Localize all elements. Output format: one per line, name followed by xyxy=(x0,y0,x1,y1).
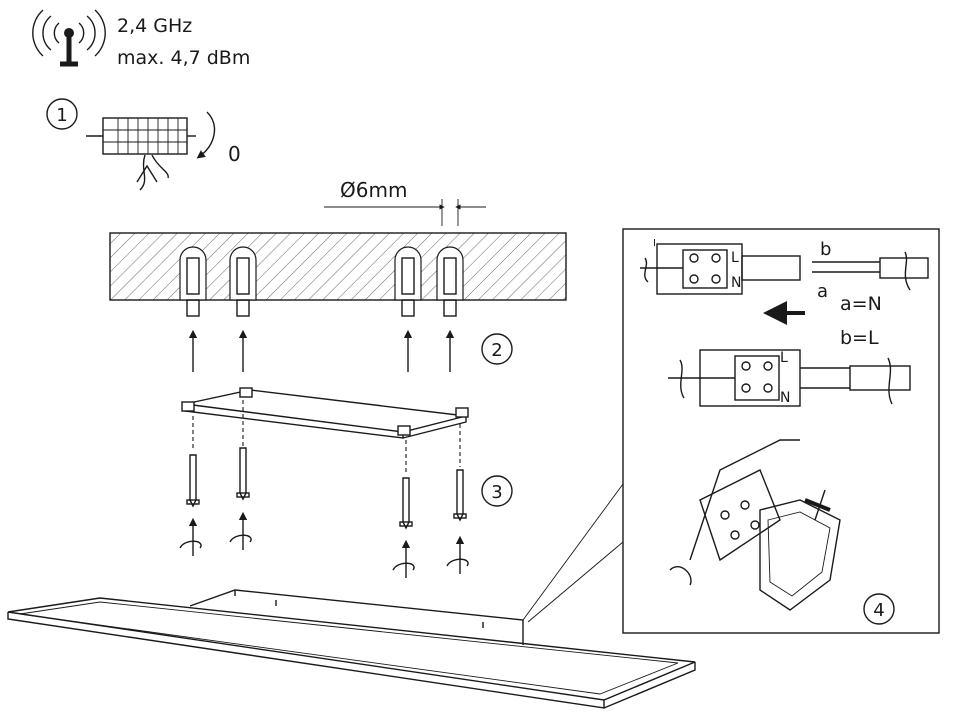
step-3: 3 xyxy=(179,400,513,578)
step-1-number: 1 xyxy=(56,105,67,126)
label-l-bottom: L xyxy=(780,350,788,366)
step-2-number: 2 xyxy=(491,340,502,361)
step-1: 1 0 xyxy=(46,98,241,191)
step-2: 2 xyxy=(188,329,513,372)
label-a: a xyxy=(817,281,828,302)
step-3-number: 3 xyxy=(491,482,502,503)
connector-middle xyxy=(668,349,911,407)
mark-i: I xyxy=(653,238,656,249)
legend-a: a=N xyxy=(840,293,882,315)
wall-plug-1 xyxy=(179,246,207,301)
mounting-bracket xyxy=(181,387,469,439)
drill-diameter-label: Ø6mm xyxy=(340,178,407,202)
connector-bottom xyxy=(669,439,841,611)
frequency-info: 2,4 GHz max. 4,7 dBm xyxy=(117,10,250,74)
label-n-top: N xyxy=(731,275,741,291)
led-panel xyxy=(7,589,696,709)
frequency-text: 2,4 GHz xyxy=(117,15,193,37)
drill-dimension: Ø6mm xyxy=(324,178,486,226)
screw-2 xyxy=(236,447,250,501)
wireless-signal-icon xyxy=(32,9,106,67)
label-l-top: L xyxy=(731,250,739,266)
label-n-bottom: N xyxy=(780,390,790,406)
screw-3 xyxy=(399,477,413,530)
legend-b: b=L xyxy=(840,327,879,349)
wall-plug-4 xyxy=(436,246,464,301)
ceiling-section xyxy=(109,232,567,317)
wall-plug-3 xyxy=(394,246,422,301)
terminal-block-icon xyxy=(86,117,196,191)
wiring-detail-panel: I L N b a a=N b=L L N xyxy=(622,228,940,634)
step-4-number: 4 xyxy=(873,600,884,621)
label-b: b xyxy=(820,239,831,260)
connector-top xyxy=(640,243,929,295)
screw-1 xyxy=(186,454,200,508)
rotate-arrow-icon xyxy=(196,111,216,159)
screw-4 xyxy=(453,469,467,522)
switch-position-label: 0 xyxy=(228,142,241,166)
power-text: max. 4,7 dBm xyxy=(117,47,251,69)
wall-plug-2 xyxy=(229,246,257,301)
screwdriver-arrow-icon xyxy=(179,511,469,578)
